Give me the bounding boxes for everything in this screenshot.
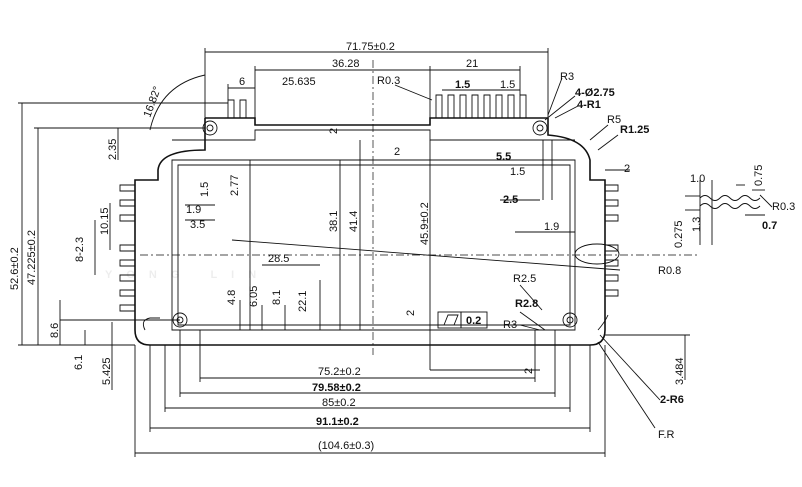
dim-104-6: (104.6±0.3) [318,440,374,452]
top-dimensions [149,48,549,131]
top-fins [227,94,527,118]
dim-flatness: 0.2 [466,315,481,327]
dim-r0-8: R0.8 [658,265,681,277]
detail-dim-0-7: 0.7 [762,220,777,232]
dim-36-28: 36.28 [332,58,360,70]
dim-1-9-b: 1.9 [544,221,559,233]
dim-41-4: 41.4 [348,211,360,232]
dim-r3-bottom: R3 [503,319,517,331]
dim-75-2: 75.2±0.2 [318,366,361,378]
dim-6: 6 [239,76,245,88]
dim-2-right: 2 [624,163,630,175]
dim-3-484: 3.484 [674,357,686,385]
detail-view [685,180,773,245]
dim-fr: F.R [658,429,675,441]
dim-16-82-angle: 16.82° [142,85,164,119]
screw-bosses [142,120,609,331]
dim-5-425: 5.425 [101,357,113,385]
right-fins [574,184,620,297]
dim-85: 85±0.2 [322,397,356,409]
dim-6-1: 6.1 [73,355,85,370]
dim-2-5: 2.5 [503,194,518,206]
dim-1-5-v: 1.5 [199,182,211,197]
dim-2-r6: 2-R6 [660,394,684,406]
dim-79-58: 79.58±0.2 [312,382,361,394]
watermark-text: YONG LIN [105,269,270,281]
internal-dimensions [185,140,621,330]
right-leaders [519,77,630,331]
detail-dim-0-275: 0.275 [673,220,685,248]
dim-5-5: 5.5 [496,151,511,163]
dim-2-a: 2 [328,128,340,134]
dim-2-b: 2 [394,146,400,158]
dim-38-1: 38.1 [328,211,340,232]
left-dimensions [18,102,228,390]
dim-r1-25: R1.25 [620,124,649,136]
detail-dim-0-75: 0.75 [753,165,765,186]
dim-8-6: 8.6 [49,323,61,338]
dim-2-77: 2.77 [229,175,241,196]
detail-dim-r0-3: R0.3 [772,201,795,213]
detail-dim-1-0: 1.0 [690,173,705,185]
dim-2-c: 2 [405,310,417,316]
dim-52-6: 52.6±0.2 [9,247,21,290]
dim-1-5-b: 1.5 [500,79,515,91]
dim-45-9: 45.9±0.2 [419,202,431,245]
dim-2-d: 2 [523,368,535,374]
dim-2-35: 2.35 [107,139,119,160]
dim-21: 21 [466,58,478,70]
detail-dim-1-3: 1.3 [691,217,703,232]
dim-holes: 4-Ø2.75 [575,87,615,99]
dim-8-2-3: 8-2.3 [74,237,86,262]
dim-r0-3: R0.3 [377,75,400,87]
dim-22-1: 22.1 [297,291,309,312]
profile-outline [134,117,606,346]
dim-1-5-c: 1.5 [510,166,525,178]
dim-4-8: 4.8 [226,290,238,305]
dim-r5: R5 [607,114,621,126]
dim-47-225: 47.225±0.2 [26,230,38,285]
dim-r3-top: R3 [560,71,574,83]
dim-1-5-a: 1.5 [455,79,470,91]
dim-28-5: 28.5 [268,253,289,265]
dim-r2-8: R2.8 [515,298,538,310]
dim-8-1: 8.1 [271,290,283,305]
left-fins [119,184,135,312]
bottom-dimensions [134,311,690,457]
dim-1-9-a: 1.9 [186,204,201,216]
dim-r2-5: R2.5 [513,273,536,285]
dim-6-05: 6.05 [248,286,260,307]
dim-r1-4: 4-R1 [577,99,601,111]
dim-91-1: 91.1±0.2 [316,416,359,428]
dim-25-635: 25.635 [282,76,316,88]
dim-71-75: 71.75±0.2 [346,41,395,53]
dim-3-5: 3.5 [190,219,205,231]
dim-10-15: 10.15 [99,207,111,235]
